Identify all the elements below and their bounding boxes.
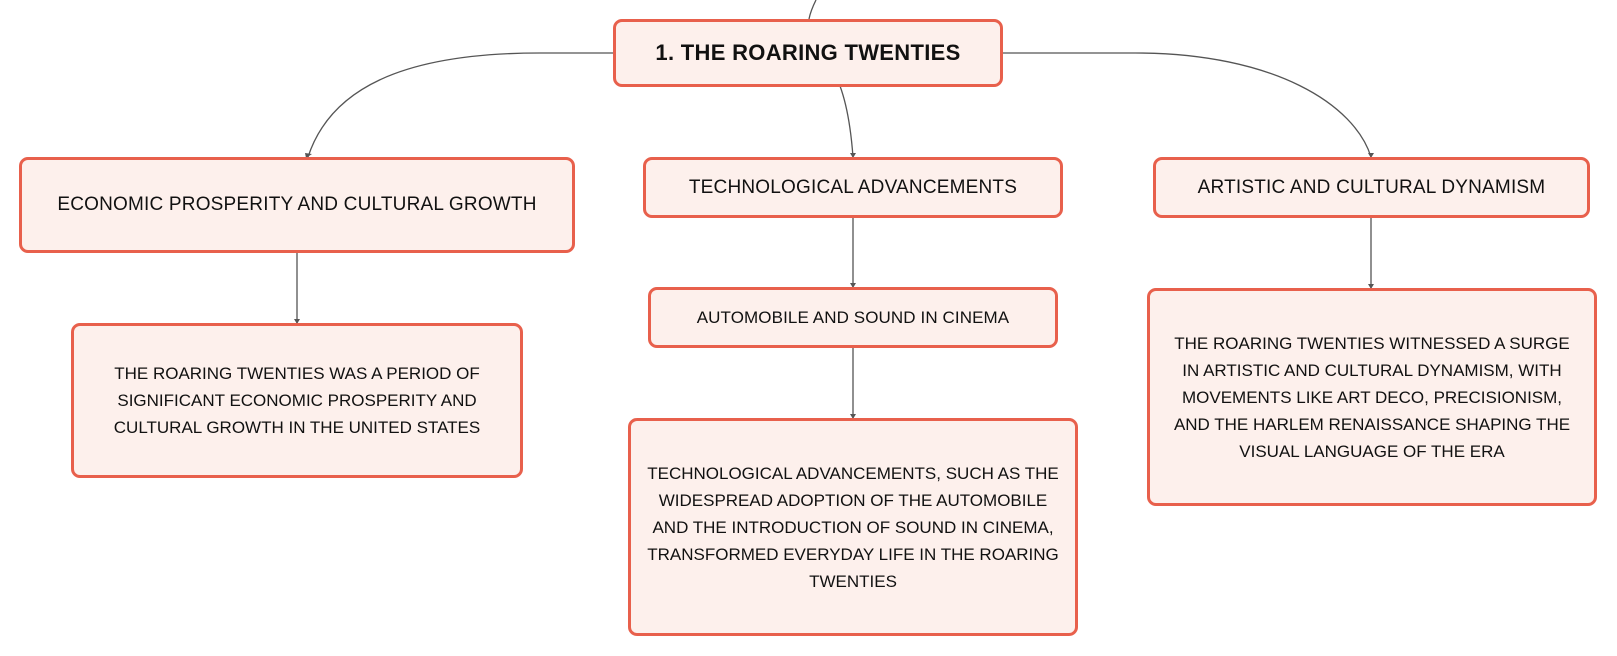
- branch-node-artistic[interactable]: ARTISTIC AND CULTURAL DYNAMISM: [1153, 157, 1590, 218]
- connector-root-to-economic: [307, 52, 614, 158]
- root-topic-node[interactable]: 1. THE ROARING TWENTIES: [613, 19, 1003, 87]
- connector-root-to-artistic: [1001, 52, 1372, 158]
- sub-topic-node-automobile-cinema[interactable]: AUTOMOBILE AND SOUND IN CINEMA: [648, 287, 1058, 348]
- branch-node-technological[interactable]: TECHNOLOGICAL ADVANCEMENTS: [643, 157, 1063, 218]
- detail-node-artistic[interactable]: THE ROARING TWENTIES WITNESSED A SURGE I…: [1147, 288, 1597, 506]
- detail-node-economic[interactable]: THE ROARING TWENTIES WAS A PERIOD OF SIG…: [71, 323, 523, 478]
- detail-text-artistic: THE ROARING TWENTIES WITNESSED A SURGE I…: [1173, 333, 1571, 461]
- branch-label-artistic: ARTISTIC AND CULTURAL DYNAMISM: [1197, 176, 1546, 198]
- detail-text-technological: TECHNOLOGICAL ADVANCEMENTS, SUCH AS THE …: [647, 463, 1059, 591]
- branch-label-technological: TECHNOLOGICAL ADVANCEMENTS: [688, 176, 1018, 198]
- root-topic-label: 1. THE ROARING TWENTIES: [655, 40, 961, 65]
- connector-root-to-technological: [839, 85, 854, 158]
- branch-node-economic[interactable]: ECONOMIC PROSPERITY AND CULTURAL GROWTH: [19, 157, 575, 253]
- sub-topic-label-automobile-cinema: AUTOMOBILE AND SOUND IN CINEMA: [696, 307, 1010, 327]
- branch-label-economic: ECONOMIC PROSPERITY AND CULTURAL GROWTH: [57, 194, 537, 215]
- detail-text-economic: THE ROARING TWENTIES WAS A PERIOD OF SIG…: [113, 364, 481, 437]
- connector-incoming-root: [808, 0, 817, 20]
- detail-node-technological[interactable]: TECHNOLOGICAL ADVANCEMENTS, SUCH AS THE …: [628, 418, 1078, 636]
